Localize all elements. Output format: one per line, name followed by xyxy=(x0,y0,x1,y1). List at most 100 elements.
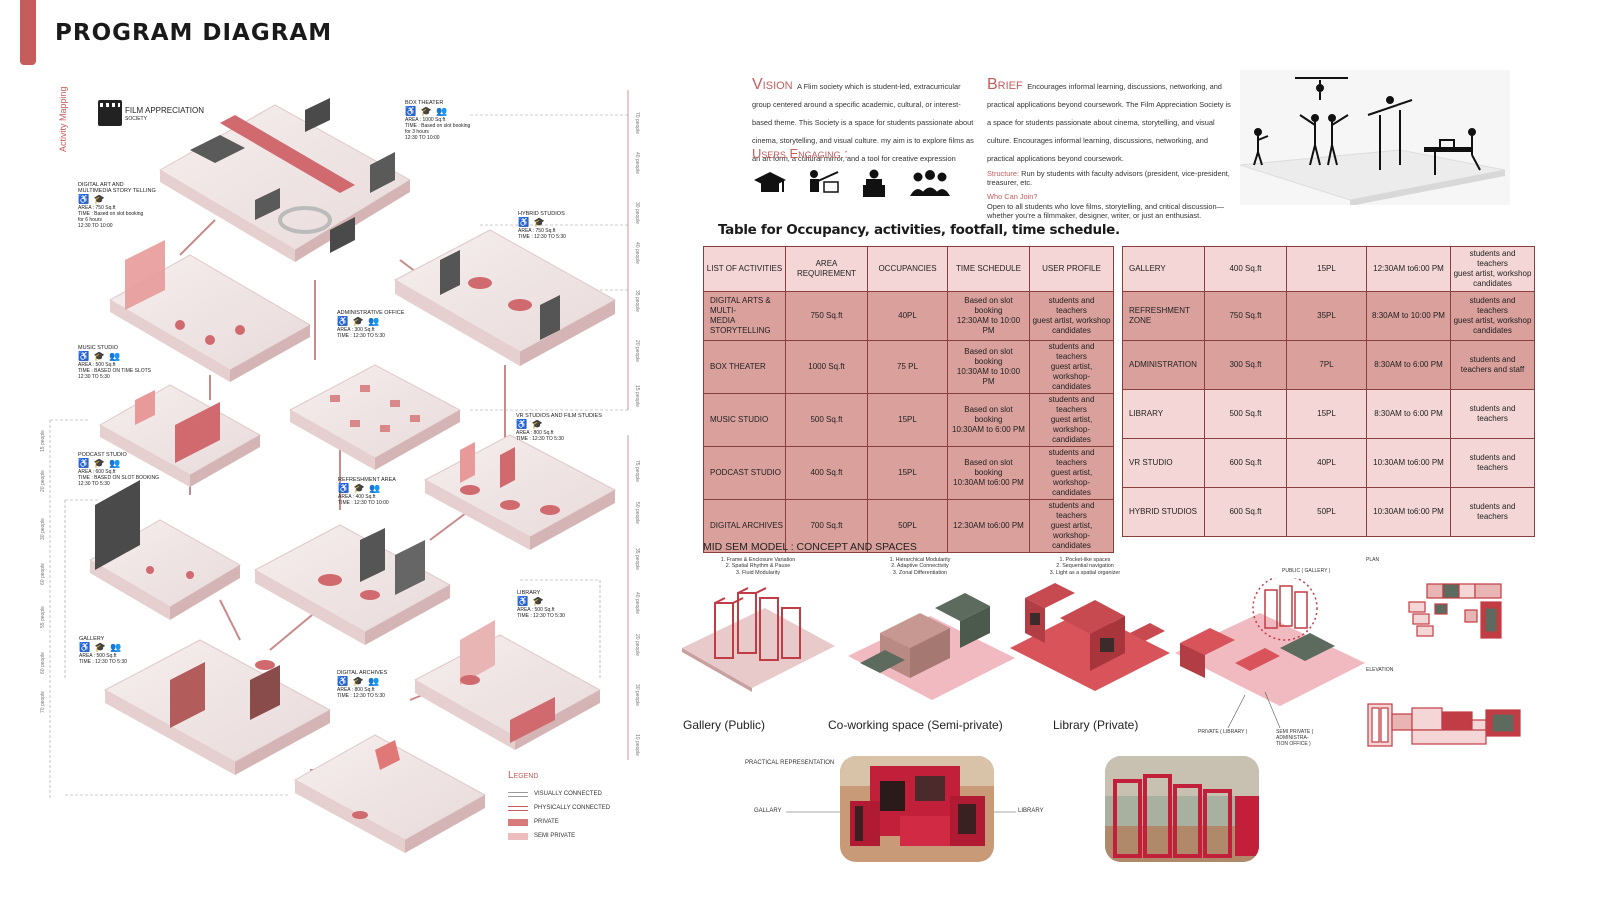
vision-block: Vision A Flim society which is student-l… xyxy=(752,76,977,166)
table-cell: 500 Sq.ft xyxy=(785,393,868,447)
scale-label: 60 people xyxy=(40,563,46,585)
scale-label: 35 people xyxy=(634,548,640,570)
page-title: PROGRAM DIAGRAM xyxy=(55,20,333,46)
activity-cell: DIGITAL ARCHIVES xyxy=(703,499,786,553)
model-title: MID SEM MODEL : CONCEPT AND SPACES xyxy=(703,541,917,553)
legend: VISUALLY CONNECTED PHYSICALLY CONNECTED … xyxy=(508,787,628,843)
refreshment-area-platform xyxy=(253,524,452,645)
user-icons: ♿ 🎓 👥 xyxy=(337,676,381,686)
box-theater-platform xyxy=(159,98,411,262)
user-icons: ♿ 🎓 👥 xyxy=(405,106,449,116)
table-cell: 8:30AM to 6:00 PM xyxy=(1366,389,1451,439)
coworking-model xyxy=(848,593,1015,700)
user-icons: ♿ 🎓 👥 xyxy=(79,642,123,652)
scale-label: 15 people xyxy=(40,430,46,452)
scale-label: 20 people xyxy=(634,340,640,362)
scale-label: 30 people xyxy=(634,684,640,706)
title-tab-accent xyxy=(20,0,36,65)
administrative-office-platform xyxy=(288,364,462,470)
activity-cell: REFRESHMENT ZONE xyxy=(1122,291,1205,341)
isometric-program-diagram xyxy=(49,90,629,853)
physical-line-swatch xyxy=(508,805,528,811)
practical-gallary-label: GALLARY xyxy=(754,808,782,814)
table-row: DIGITAL ARTS & MULTI- MEDIA STORYTELLING… xyxy=(703,291,1114,341)
space-label-admin-office: ADMINISTRATIVE OFFICE ♿ 🎓 👥 AREA : 300 S… xyxy=(337,310,437,339)
table-cell: 10:30AM to6:00 PM xyxy=(1366,438,1451,488)
space-label-digital-art: DIGITAL ART AND MULTIMEDIA STORY TELLING… xyxy=(78,182,188,229)
scale-label: 10 people xyxy=(634,734,640,756)
public-gallery-label: PUBLIC ( GALLERY ) xyxy=(1282,568,1331,574)
scale-label: 15 people xyxy=(634,385,640,407)
legend-item-semi-private: SEMI PRIVATE xyxy=(508,829,628,843)
vision-heading: Vision xyxy=(752,76,793,93)
performance-illustration xyxy=(1240,70,1510,205)
hybrid-studios-platform xyxy=(393,229,617,366)
header-cell: TIME SCHEDULE xyxy=(947,246,1030,292)
scale-label: 40 people xyxy=(634,152,640,174)
user-icons: ♿ 🎓 xyxy=(78,194,106,204)
brief-text: Encourages informal learning, discussion… xyxy=(987,82,1231,163)
library-platform xyxy=(413,620,602,750)
society-sub: SOCIETY xyxy=(125,116,147,122)
elevation-drawing xyxy=(1367,703,1521,747)
activity-cell: DIGITAL ARTS & MULTI- MEDIA STORYTELLING xyxy=(703,291,786,341)
scale-label: 70 people xyxy=(40,691,46,713)
table-cell: students and teachers guest artist, work… xyxy=(1450,246,1535,292)
table-cell: students and teachers xyxy=(1450,487,1535,537)
users-icons-row xyxy=(752,168,952,198)
scale-label: 60 people xyxy=(40,652,46,674)
plan-drawing xyxy=(1408,583,1502,639)
vision-text: A Flim society which is student-led, ext… xyxy=(752,82,974,163)
model-photo-2 xyxy=(1105,756,1259,862)
combined-model xyxy=(1175,578,1365,706)
table-cell: students and teachers guest artist, work… xyxy=(1450,291,1535,341)
space-label-vr-studios: VR STUDIOS AND FILM STUDIES ♿ 🎓 AREA : 8… xyxy=(516,413,606,442)
activity-cell: HYBRID STUDIOS xyxy=(1122,487,1205,537)
table-cell: students and teachers guest artist, work… xyxy=(1029,291,1114,341)
table-cell: 8:30AM to 6:00 PM xyxy=(1366,340,1451,390)
gallery-model xyxy=(682,587,835,692)
scale-label: 50 people xyxy=(634,502,640,524)
table-cell: 50PL xyxy=(1286,487,1367,537)
table-cell: 7PL xyxy=(1286,340,1367,390)
scale-label: 55 people xyxy=(40,606,46,628)
table-cell: students and teachers guest artist, work… xyxy=(1029,340,1114,394)
header-cell: OCCUPANCIES xyxy=(867,246,948,292)
user-icons: ♿ 🎓 xyxy=(516,419,544,429)
concept-label-gallery: Gallery (Public) xyxy=(683,718,766,732)
header-cell: LIST OF ACTIVITIES xyxy=(703,246,786,292)
private-swatch xyxy=(508,818,528,826)
digital-archives-platform xyxy=(293,734,487,853)
model-photo-1 xyxy=(840,756,994,862)
semi-private-swatch xyxy=(508,832,528,840)
scale-label: 20 people xyxy=(634,634,640,656)
table-cell: 40PL xyxy=(1286,438,1367,488)
activity-cell: GALLERY xyxy=(1122,246,1205,292)
scale-label: 40 people xyxy=(634,242,640,264)
library-model xyxy=(1010,583,1170,691)
who-text: Open to all students who love films, sto… xyxy=(987,201,1225,220)
activity-cell: BOX THEATER xyxy=(703,340,786,394)
table-cell: students and teachers xyxy=(1450,438,1535,488)
table-cell: Based on slot booking 12:30AM to 10:00 P… xyxy=(947,291,1030,341)
elevation-label: ELEVATION xyxy=(1366,667,1394,673)
table-cell: 600 Sq.ft xyxy=(1204,487,1287,537)
user-icons: ♿ 🎓 xyxy=(518,217,546,227)
table-cell: 50PL xyxy=(867,499,948,553)
activity-cell: ADMINISTRATION xyxy=(1122,340,1205,390)
